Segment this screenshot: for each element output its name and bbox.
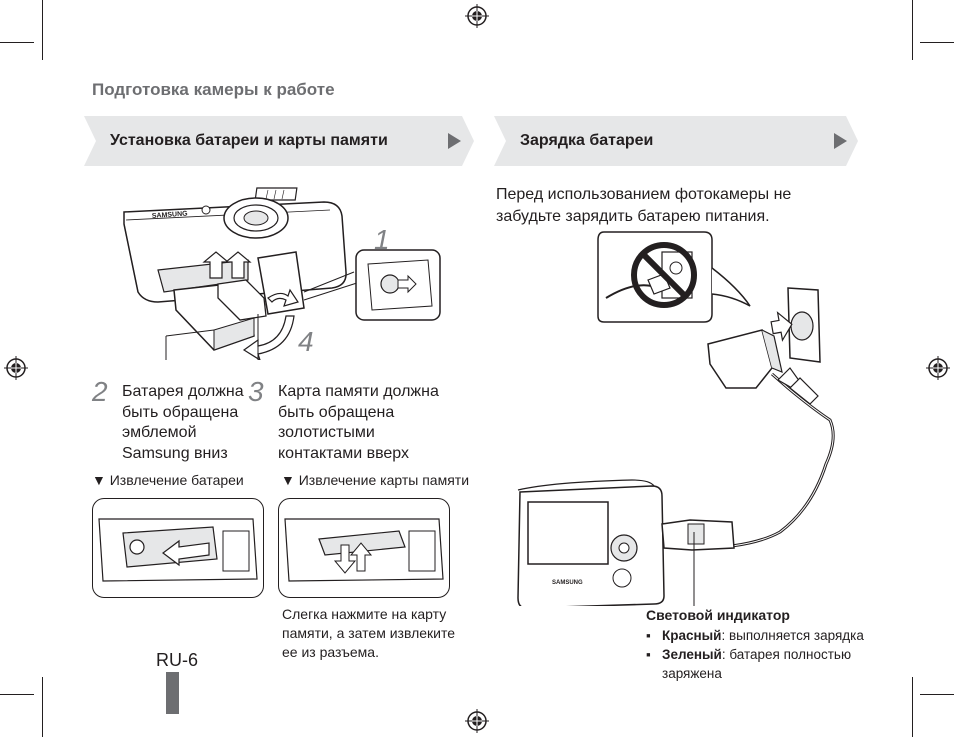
right-banner: Зарядка батареи: [494, 116, 858, 166]
indicator-term: Красный: [662, 628, 722, 643]
crop-mark: [920, 42, 954, 43]
callout-number-4: 4: [298, 326, 314, 357]
crop-mark: [0, 42, 34, 43]
crop-mark: [42, 677, 43, 737]
indicator-desc: : выполняется зарядка: [721, 628, 864, 643]
crop-mark: [0, 694, 34, 695]
indicator-list: ▪ Красный: выполняется зарядка ▪ Зеленый…: [646, 626, 886, 683]
play-arrow-icon: [834, 133, 847, 149]
crop-mark: [912, 0, 913, 60]
registration-mark-icon: [465, 4, 489, 28]
remove-card-label: ▼ Извлечение карты памяти: [281, 472, 470, 488]
page-number: RU-6: [156, 650, 199, 670]
indicator-desc: : батарея полностью заряжена: [662, 647, 852, 681]
left-banner: Установка батареи и карты памяти: [84, 116, 474, 166]
banner-background: [494, 116, 858, 166]
crop-mark: [920, 694, 954, 695]
remove-battery-illustration: [92, 498, 264, 598]
callout-number-1: 1: [374, 224, 390, 255]
right-banner-title: Зарядка батареи: [520, 132, 654, 149]
step-3-text: Карта памяти должна быть обращена золоти…: [278, 383, 439, 462]
registration-mark-icon: [4, 356, 28, 380]
charging-illustration: SAMSUNG: [517, 231, 835, 606]
bullet-icon: ▪: [646, 628, 651, 643]
bullet-icon: ▪: [646, 647, 651, 662]
crop-mark: [42, 0, 43, 60]
list-item: ▪ Зеленый: батарея полностью заряжена: [646, 645, 886, 683]
camera-brand-text: SAMSUNG: [552, 580, 583, 586]
indicator-title: Световой индикатор: [646, 607, 790, 623]
left-banner-title: Установка батареи и карты памяти: [110, 132, 388, 149]
charging-intro-text: Перед использованием фотокамеры не забуд…: [496, 186, 792, 225]
remove-card-note: Слегка нажмите на карту памяти, а затем …: [282, 606, 456, 660]
battery-insertion-illustration: SAMSUNG: [123, 187, 441, 360]
camera-brand-text: SAMSUNG: [152, 210, 189, 220]
step-2-number: 2: [92, 376, 108, 407]
banner-background: [84, 116, 474, 166]
step-3-number: 3: [248, 376, 264, 407]
remove-battery-label: ▼ Извлечение батареи: [92, 472, 244, 488]
remove-card-illustration: [278, 498, 450, 598]
crop-mark: [912, 677, 913, 737]
play-arrow-icon: [448, 133, 461, 149]
page-tab-bar: [166, 672, 179, 714]
list-item: ▪ Красный: выполняется зарядка: [646, 626, 886, 645]
section-title: Подготовка камеры к работе: [92, 80, 335, 99]
step-2-text: Батарея должна быть обращена эмблемой Sa…: [122, 383, 244, 462]
registration-mark-icon: [465, 709, 489, 733]
indicator-term: Зеленый: [662, 647, 722, 662]
no-plug-prohibition-icon: [605, 242, 697, 308]
registration-mark-icon: [926, 356, 950, 380]
